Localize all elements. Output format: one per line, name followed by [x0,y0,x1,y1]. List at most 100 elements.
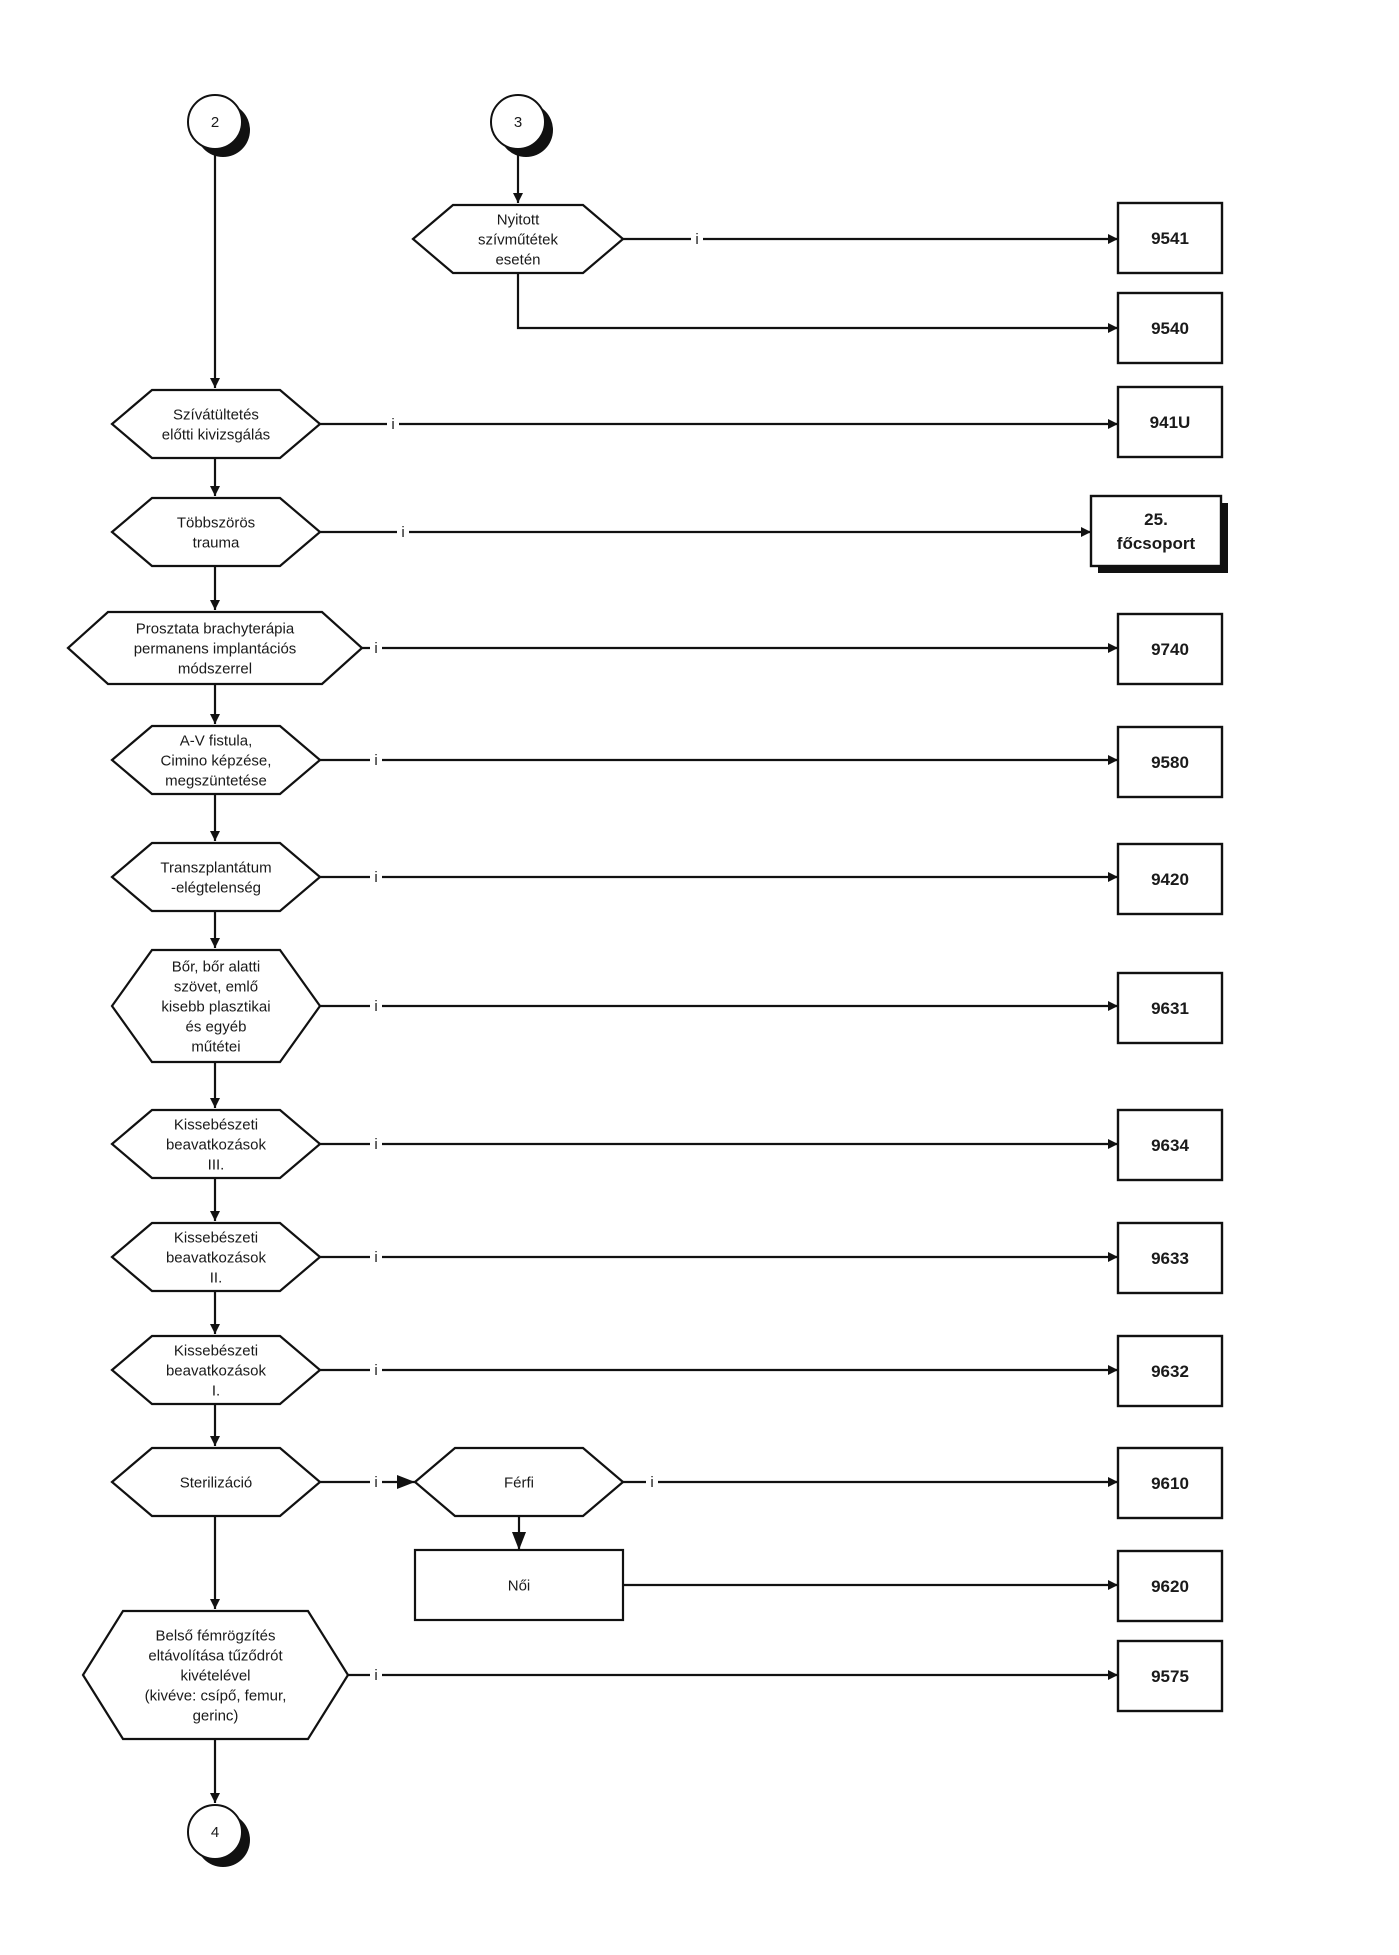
result-box-9634: 9634 [1116,1108,1224,1182]
result-box-25: 25. főcsoport [1089,494,1228,573]
connector-3: 3 [490,94,553,157]
result-code: 9740 [1151,640,1189,659]
decision-belso: Belső fémrögzítés eltávolítása tűződrót ki… [81,1609,350,1741]
result-box-9633: 9633 [1116,1221,1224,1295]
decision-label: Kissebészeti [174,1116,258,1133]
result-box-9740: 9740 [1116,612,1224,686]
process-noi: Női [413,1548,625,1622]
decision-label: Belső fémrögzítés [155,1627,275,1644]
result-code: 9633 [1151,1249,1189,1268]
yes-label: i [650,1474,653,1491]
result-code: 9620 [1151,1577,1189,1596]
flow-lines [210,150,1118,1803]
decision-label: kisebb plasztikai [161,998,270,1015]
decision-label: A-V fistula, [180,732,253,749]
decision-label: Szívátültetés [173,406,259,423]
yes-label: i [374,1362,377,1379]
result-code: főcsoport [1117,534,1196,553]
result-box-9575: 9575 [1116,1639,1224,1713]
result-box-9541: 9541 [1116,201,1224,275]
yes-label: i [401,524,404,541]
result-code: 9632 [1151,1362,1189,1381]
decision-label: eltávolítása tűződrót [148,1647,283,1664]
result-code: 9610 [1151,1474,1189,1493]
decision-sziv: Szívátültetés előtti kivizsgálás [110,388,322,460]
yes-label: i [374,1136,377,1153]
decision-av: A-V fistula, Cimino képzése, megszüntetése [110,724,322,796]
result-code: 25. [1144,510,1168,529]
decision-label: szívműtétek [478,231,559,248]
decision-label: esetén [495,251,540,268]
result-box-9540: 9540 [1116,291,1224,365]
decision-label: Kissebészeti [174,1342,258,1359]
yes-label: i [374,1474,377,1491]
yes-label: i [374,1667,377,1684]
result-code: 9575 [1151,1667,1189,1686]
connector-2: 2 [187,94,250,157]
decision-label: szövet, emlő [174,978,258,995]
decision-label: Cimino képzése, [161,752,272,769]
decision-label: permanens implantációs [134,640,297,657]
result-box-9420: 9420 [1116,842,1224,916]
yes-label: i [391,416,394,433]
decision-label: beavatkozások [166,1362,267,1379]
decision-label: Többszörös [177,514,255,531]
decision-label: műtétei [191,1038,240,1055]
result-box-9580: 9580 [1116,725,1224,799]
decision-label: Bőr, bőr alatti [172,958,260,975]
connector-4: 4 [187,1804,250,1867]
decision-label: trauma [193,534,240,551]
decision-label: Kissebészeti [174,1229,258,1246]
yes-label: i [374,752,377,769]
decision-label: II. [210,1269,223,1286]
flow-nodes: 2 3 4 Nyitott szívműtétek eseténSzívátültetés… [66,94,1228,1867]
result-code: 9541 [1151,229,1189,248]
decision-trans: Transzplantátum -elégtelenség [110,841,322,913]
connector-label: 3 [514,114,522,131]
result-code: 9631 [1151,999,1189,1018]
decision-bor: Bőr, bőr alatti szövet, emlő kisebb plaszt… [110,948,322,1064]
result-code: 9540 [1151,319,1189,338]
result-code: 941U [1150,413,1191,432]
decision-label: és egyéb [186,1018,247,1035]
result-code: 9634 [1151,1136,1189,1155]
result-box-9631: 9631 [1116,971,1224,1045]
decision-label: beavatkozások [166,1136,267,1153]
decision-label: (kivéve: csípő, femur, [145,1687,287,1704]
decision-label: I. [212,1382,220,1399]
result-code: 9420 [1151,870,1189,889]
decision-label: III. [208,1156,225,1173]
yes-label: i [695,231,698,248]
yes-label: i [374,998,377,1015]
result-box-9620: 9620 [1116,1549,1224,1623]
decision-label: előtti kivizsgálás [162,426,270,443]
decision-label: -elégtelenség [171,879,261,896]
yes-label: i [374,640,377,657]
decision-label: beavatkozások [166,1249,267,1266]
yes-label: i [374,869,377,886]
result-code: 9580 [1151,753,1189,772]
process-label: Női [508,1577,531,1594]
yes-label: i [374,1249,377,1266]
result-box-9610: 9610 [1116,1446,1224,1520]
decision-label: gerinc) [193,1707,239,1724]
result-box-9632: 9632 [1116,1334,1224,1408]
decision-label: Nyitott [497,211,540,228]
decision-tobb: Többszörös trauma [110,496,322,568]
decision-ferfi: Férfi [413,1446,625,1518]
decision-steril: Sterilizáció [110,1446,322,1518]
decision-label: Transzplantátum [160,859,271,876]
decision-label: megszüntetése [165,772,267,789]
decision-label: Férfi [504,1474,534,1491]
decision-label: kivételével [180,1667,250,1684]
decision-nyitott: Nyitott szívműtétek esetén [411,203,625,275]
connector-label: 2 [211,114,219,131]
decision-label: módszerrel [178,660,252,677]
connector-label: 4 [211,1824,219,1841]
decision-label: Sterilizáció [180,1474,253,1491]
